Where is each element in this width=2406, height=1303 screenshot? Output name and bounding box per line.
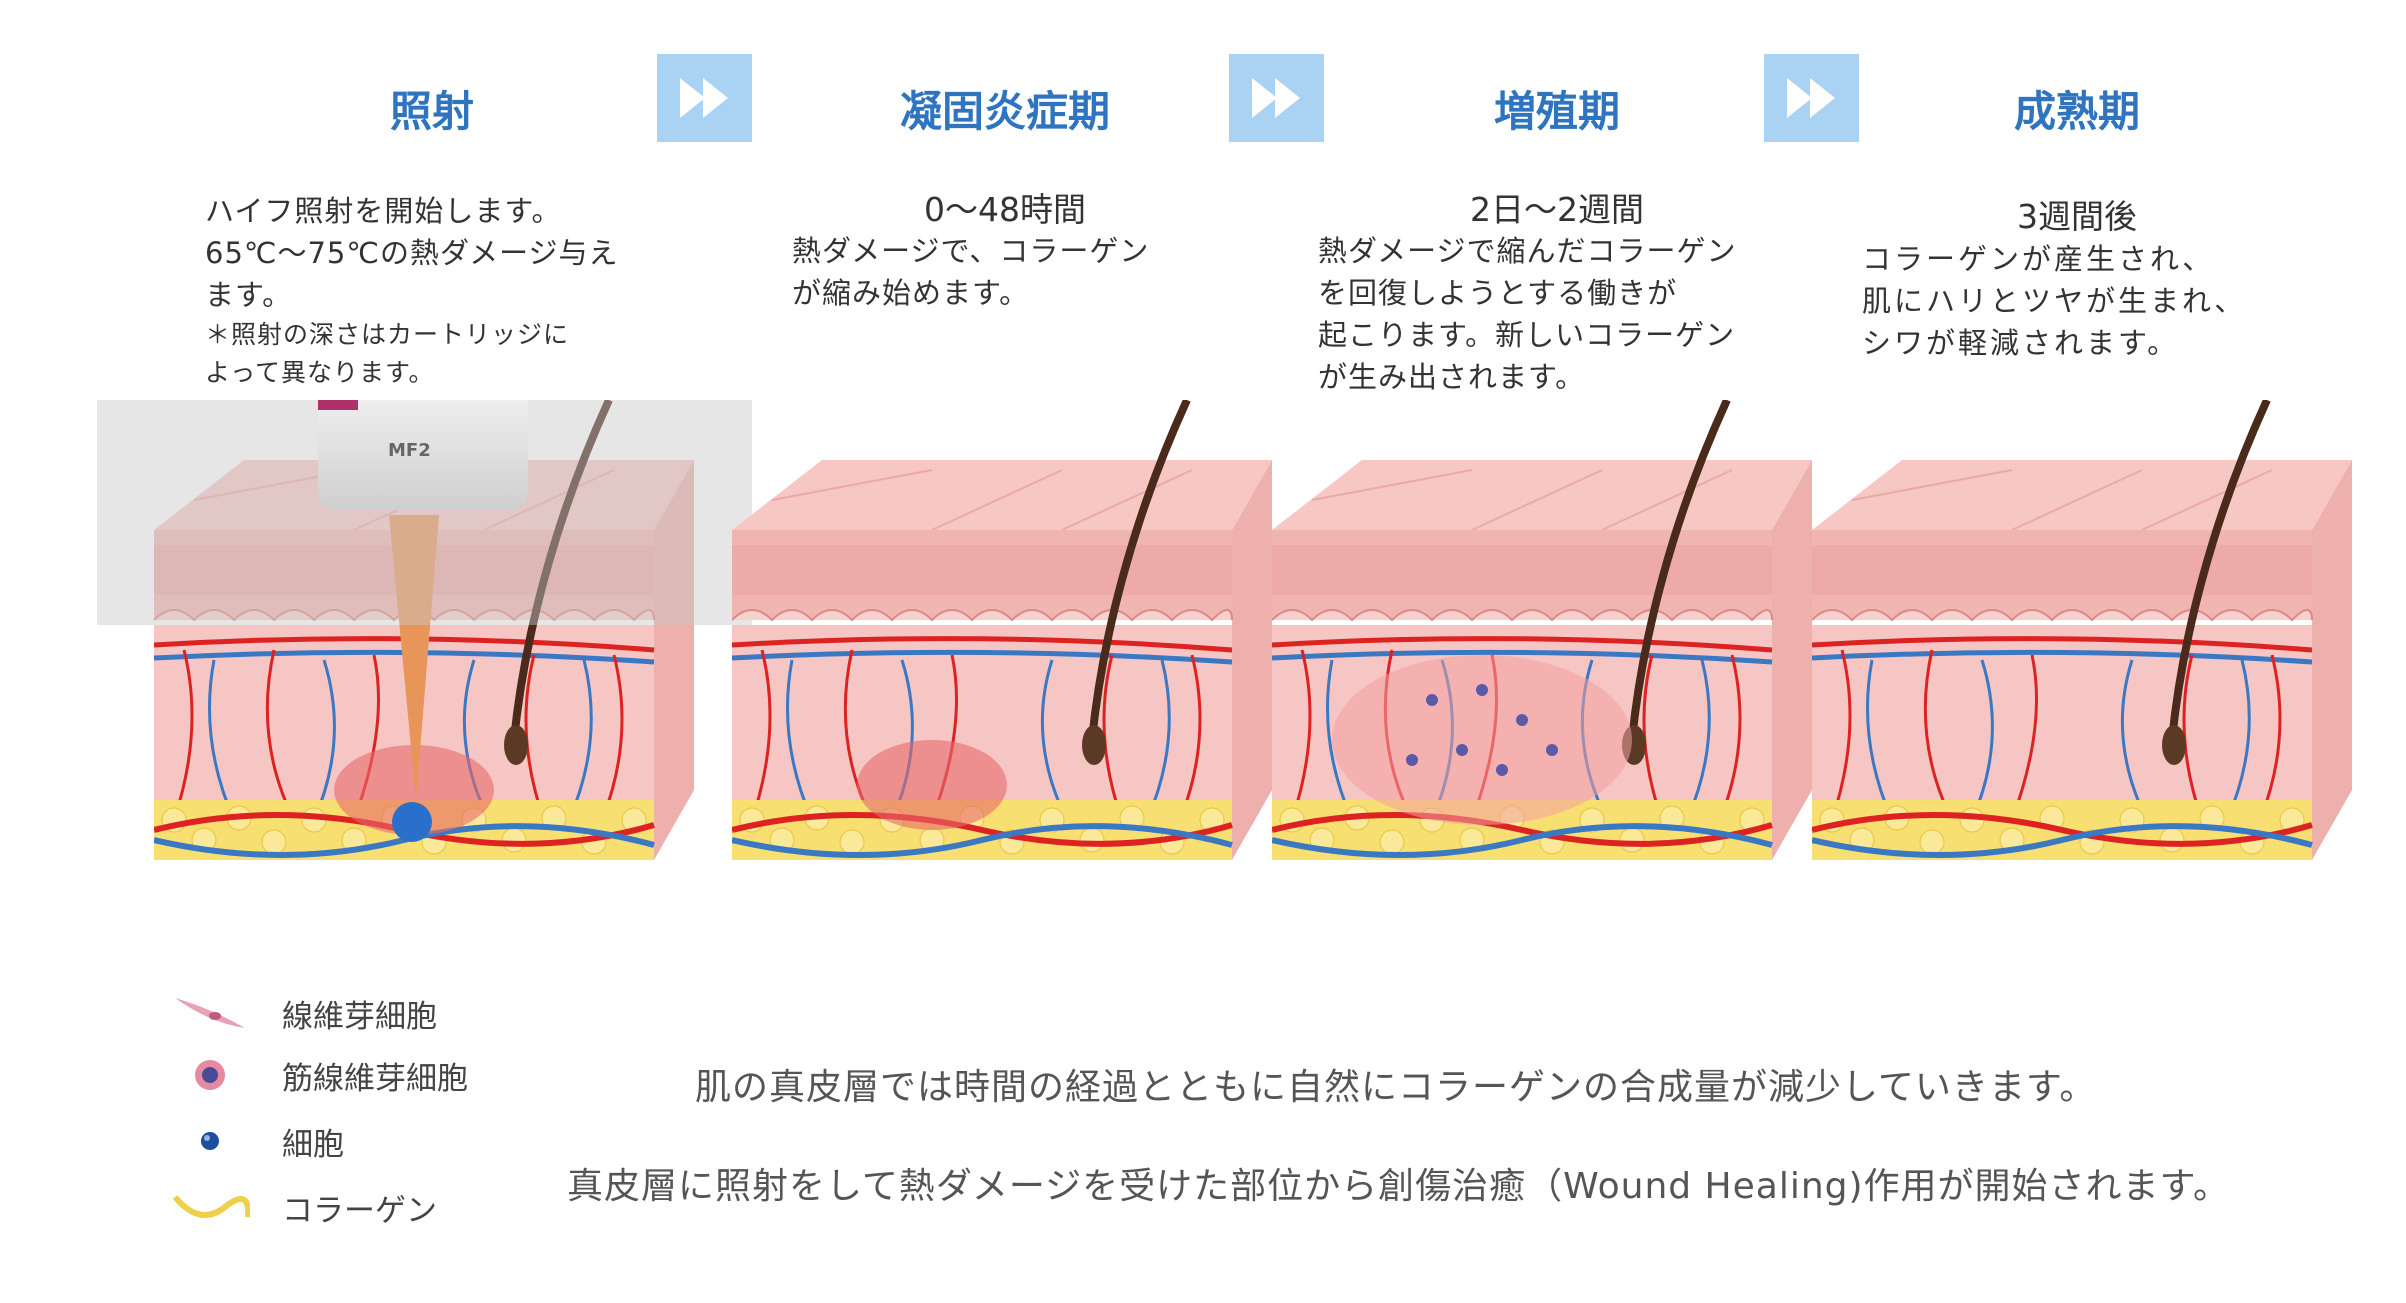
stage-duration: 0〜48時間 <box>924 190 1086 229</box>
legend-label: 細胞 <box>282 1126 344 1163</box>
legend-label: 筋線維芽細胞 <box>282 1060 468 1097</box>
myofibroblast-icon <box>195 1060 225 1090</box>
desc-line: 熱ダメージで縮んだコラーゲン <box>1318 234 1737 268</box>
legend-label: 線維芽細胞 <box>282 998 437 1035</box>
collagen-icon <box>172 1195 250 1218</box>
desc-line: 熱ダメージで、コラーゲン <box>792 234 1150 268</box>
legend-label: コラーゲン <box>282 1192 437 1229</box>
skin-illustration-inflammation <box>732 400 1272 910</box>
stage-duration: 2日〜2週間 <box>1470 190 1644 229</box>
myofibroblast-cells <box>1406 684 1558 776</box>
desc-line: コラーゲンが産生され、 <box>1862 242 2215 276</box>
desc-line: シワが軽減されます。 <box>1862 326 2180 360</box>
legend-item-fibroblast: 線維芽細胞 <box>170 988 437 1038</box>
legend-item-myofibroblast: 筋線維芽細胞 <box>170 1050 468 1100</box>
hifu-cartridge-device: MF2 <box>318 400 528 510</box>
focal-point <box>392 802 432 842</box>
skin-illustration-proliferation <box>1272 400 1812 910</box>
skin-illustration-maturation <box>1812 400 2352 910</box>
fibroblast-icon <box>175 998 245 1028</box>
stage-description-inflammation: 熱ダメージで、コラーゲン が縮み始めます。 <box>792 230 1149 314</box>
desc-line: を回復しようとする働きが <box>1318 276 1678 310</box>
desc-line: が縮み始めます。 <box>792 276 1030 310</box>
desc-line: 肌にハリとツヤが生まれ、 <box>1862 284 2247 318</box>
fast-forward-icon <box>657 54 752 142</box>
device-accent <box>318 400 358 410</box>
legend-item-collagen: コラーゲン <box>170 1182 437 1232</box>
desc-line: 65℃〜75℃の熱ダメージ与え <box>205 236 619 270</box>
stage-title-irradiation: 照射 <box>389 87 475 136</box>
stage-duration: 3週間後 <box>2017 197 2137 236</box>
legend-item-cell: 細胞 <box>170 1116 344 1166</box>
proliferation-area <box>1332 655 1632 825</box>
desc-line: が生み出されます。 <box>1318 360 1586 394</box>
desc-line: ハイフ照射を開始します。 <box>205 194 562 228</box>
stage-description-irradiation: ハイフ照射を開始します。 65℃〜75℃の熱ダメージ与え ます。 ＊照射の深さは… <box>205 190 619 392</box>
hifu-beam <box>389 515 439 800</box>
stage-title-inflammation: 凝固炎症期 <box>899 87 1111 136</box>
stage-description-maturation: コラーゲンが産生され、 肌にハリとツヤが生まれ、 シワが軽減されます。 <box>1862 238 2246 364</box>
stage-description-proliferation: 熱ダメージで縮んだコラーゲン を回復しようとする働きが 起こります。新しいコラー… <box>1318 230 1737 398</box>
desc-line: ます。 <box>205 278 293 312</box>
fast-forward-icon <box>1764 54 1859 142</box>
stage-title-maturation: 成熟期 <box>2013 87 2141 136</box>
device-label: MF2 <box>388 440 431 461</box>
heat-damage-area <box>334 745 494 835</box>
desc-note: ＊照射の深さはカートリッジに <box>205 320 570 349</box>
stage-title-proliferation: 増殖期 <box>1493 87 1621 136</box>
cell-icon <box>201 1132 219 1150</box>
skin-illustration-irradiation <box>154 400 694 910</box>
footer-text-line1: 肌の真皮層では時間の経過とともに自然にコラーゲンの合成量が減少していきます。 <box>695 1067 2097 1108</box>
inflammation-area <box>857 740 1007 830</box>
desc-note: よって異なります。 <box>205 358 435 387</box>
fast-forward-icon <box>1229 54 1324 142</box>
footer-text-line2: 真皮層に照射をして熱ダメージを受けた部位から創傷治癒（Wound Healing… <box>567 1166 2230 1207</box>
desc-line: 起こります。新しいコラーゲン <box>1318 318 1736 352</box>
